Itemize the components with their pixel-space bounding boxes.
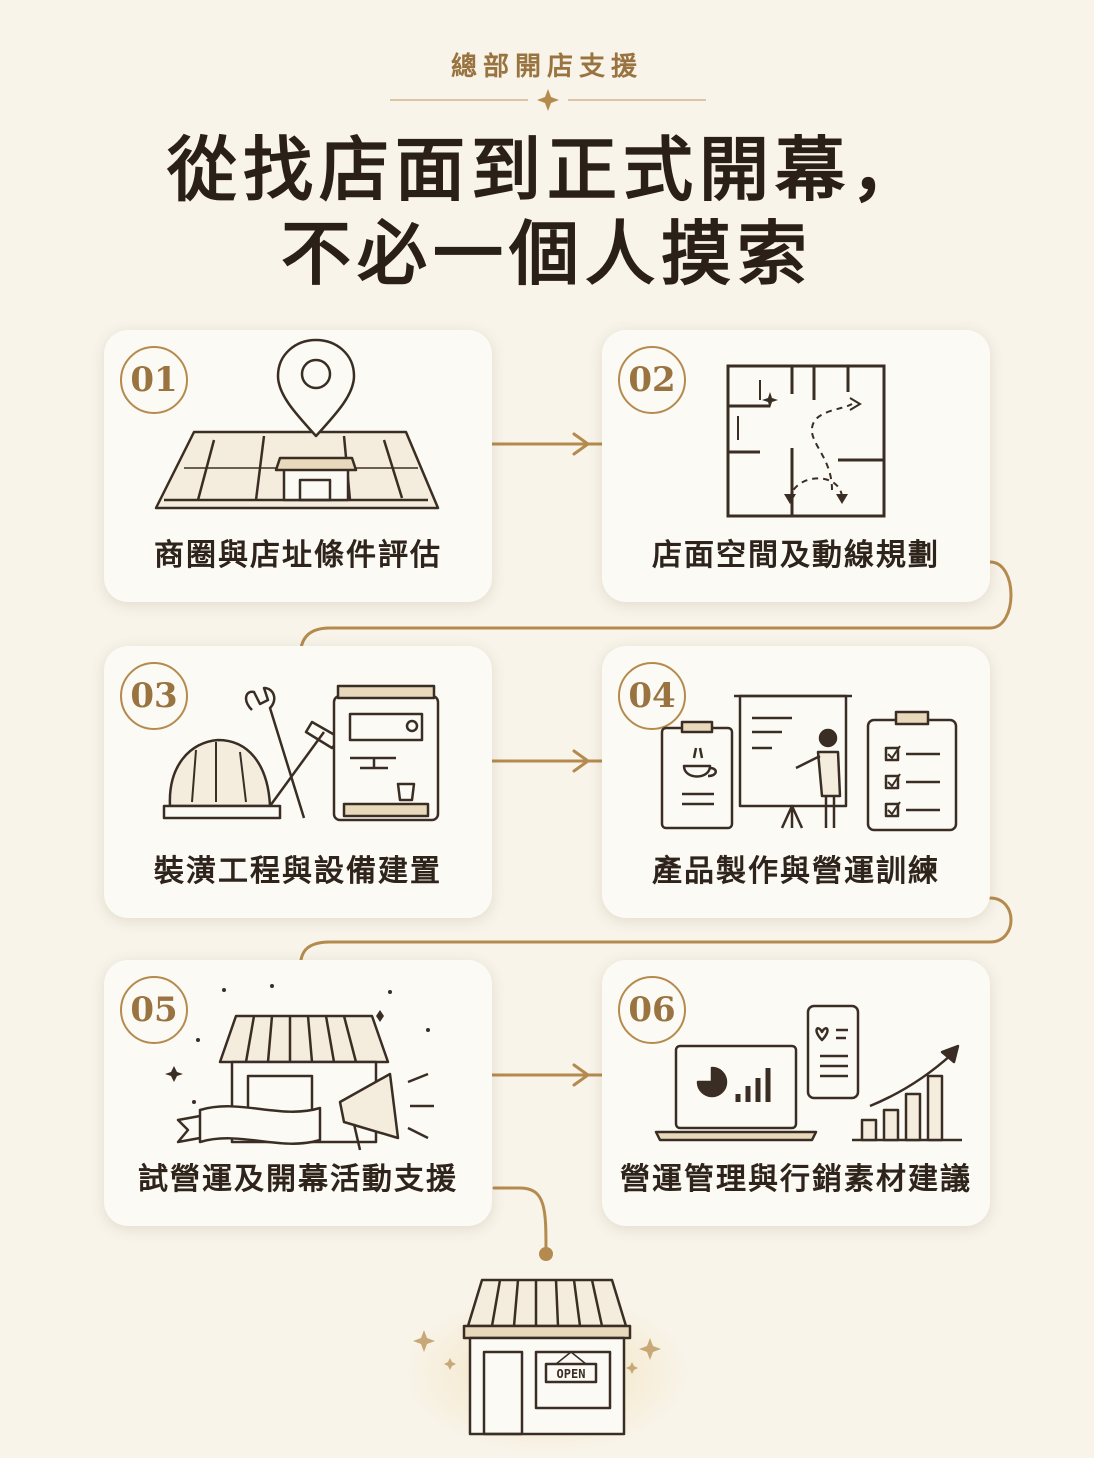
step-label: 商圈與店址條件評估 <box>154 538 442 573</box>
open-storefront-icon <box>413 1278 661 1436</box>
storefront-megaphone-icon <box>165 984 434 1151</box>
hardhat-tools-coffee-machine-icon <box>162 684 440 822</box>
step-number-badge: 01 <box>120 346 188 414</box>
step-label: 產品製作與營運訓練 <box>652 854 940 889</box>
section-kicker: 總部開店支援 <box>450 52 643 82</box>
step-number-badge: 06 <box>618 976 686 1044</box>
step-card-02: 02 店面空間及動線規劃 <box>602 330 990 602</box>
step-label: 裝潢工程與設備建置 <box>154 854 442 889</box>
ornament-divider <box>390 89 706 111</box>
step-number-badge: 05 <box>120 976 188 1044</box>
step-card-05: 05 試營運及開幕活動支援 <box>104 960 492 1226</box>
title-line-1: 從找店面到正式開幕， <box>167 128 927 211</box>
step-number-badge: 04 <box>618 662 686 730</box>
step-card-06: 06 營運管理與行銷素材建議 <box>602 960 990 1226</box>
page-title: 從找店面到正式開幕， 不必一個人摸索 <box>0 128 1094 296</box>
analytics-growth-icon <box>654 1004 962 1142</box>
floor-plan-icon <box>726 364 886 518</box>
step-number-badge: 03 <box>120 662 188 730</box>
step-label: 試營運及開幕活動支援 <box>138 1162 458 1197</box>
step-number-badge: 02 <box>618 346 686 414</box>
step-label: 營運管理與行銷素材建議 <box>620 1162 972 1197</box>
step-card-01: 01 商圈與店址條件評估 <box>104 330 492 602</box>
title-line-2: 不必一個人摸索 <box>281 212 813 295</box>
step-card-03: 03 裝潢工程與設備建置 <box>104 646 492 918</box>
map-pin-store-icon <box>154 338 440 510</box>
step-card-04: 04 產品製作與營運訓練 <box>602 646 990 918</box>
open-storefront: OPEN <box>396 1268 698 1458</box>
step-label: 店面空間及動線規劃 <box>652 538 940 573</box>
open-sign: OPEN <box>556 1367 586 1381</box>
training-presentation-icon <box>660 694 958 832</box>
